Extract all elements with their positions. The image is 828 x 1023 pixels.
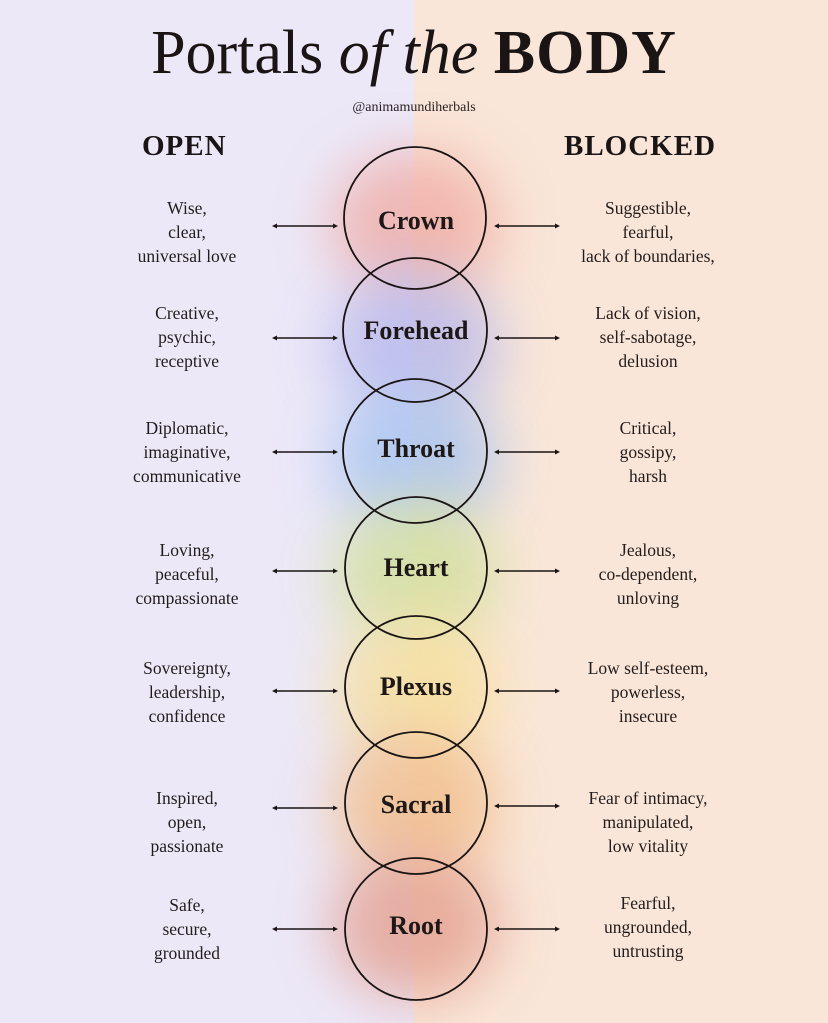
desc-line: secure, [162, 919, 212, 939]
open-desc-heart: Loving, peaceful, compassionate [87, 538, 287, 610]
double-arrow-icon [494, 688, 560, 694]
page-title: Portals of the BODY [0, 16, 828, 90]
desc-line: Lack of vision, [595, 303, 701, 323]
desc-line: imaginative, [143, 442, 231, 462]
title-body: BODY [493, 19, 677, 87]
desc-line: insecure [618, 706, 678, 726]
desc-line: Wise, [167, 198, 207, 218]
desc-line: gossipy, [619, 442, 677, 462]
desc-line: Jealous, [620, 540, 676, 560]
open-desc-throat: Diplomatic, imaginative, communicative [87, 416, 287, 488]
double-arrow-icon [494, 803, 560, 809]
desc-line: fearful, [622, 222, 674, 242]
open-column-heading: OPEN [142, 130, 227, 162]
desc-line: powerless, [610, 682, 686, 702]
desc-line: passionate [150, 836, 224, 856]
desc-line: confidence [148, 706, 226, 726]
desc-line: Fear of intimacy, [588, 788, 708, 808]
chakra-label-throat: Throat [377, 434, 455, 463]
double-arrow-icon [494, 926, 560, 932]
double-arrow-icon [494, 335, 560, 341]
chakra-label-plexus: Plexus [379, 672, 453, 701]
throat-circle [342, 378, 488, 524]
double-arrow-icon [494, 223, 560, 229]
desc-line: leadership, [148, 682, 226, 702]
desc-line: co-dependent, [598, 564, 698, 584]
desc-line: Fearful, [620, 893, 676, 913]
chakra-label-sacral: Sacral [380, 790, 452, 819]
desc-line: delusion [618, 351, 678, 371]
double-arrow-icon [272, 449, 338, 455]
root-glow [330, 850, 500, 1000]
open-desc-sacral: Inspired, open, passionate [87, 786, 287, 858]
desc-line: low vitality [607, 836, 689, 856]
chakra-label-forehead: Forehead [363, 316, 469, 345]
author-handle: @animamundiherbals [352, 100, 476, 115]
desc-line: unloving [616, 588, 680, 608]
blocked-column-heading: BLOCKED [564, 130, 717, 162]
desc-line: Safe, [169, 895, 205, 915]
desc-line: Diplomatic, [145, 418, 229, 438]
desc-line: Inspired, [156, 788, 218, 808]
chakra-label-crown: Crown [377, 206, 455, 235]
open-desc-forehead: Creative, psychic, receptive [87, 301, 287, 373]
double-arrow-icon [494, 568, 560, 574]
desc-line: Critical, [619, 418, 677, 438]
desc-line: harsh [629, 466, 667, 486]
double-arrow-icon [272, 335, 338, 341]
heart-circle [344, 496, 488, 640]
sacral-circle [344, 731, 488, 875]
blocked-desc-sacral: Fear of intimacy, manipulated, low vital… [548, 786, 748, 858]
chakra-label-heart: Heart [383, 553, 449, 582]
plexus-circle [344, 615, 488, 759]
desc-line: compassionate [135, 588, 239, 608]
open-desc-root: Safe, secure, grounded [87, 893, 287, 965]
crown-circle [343, 146, 487, 290]
desc-line: Low self-esteem, [587, 658, 709, 678]
desc-line: receptive [154, 351, 220, 371]
desc-line: self-sabotage, [599, 327, 697, 347]
desc-line: open, [167, 812, 207, 832]
forehead-circle [342, 257, 488, 403]
desc-line: communicative [133, 466, 241, 486]
open-desc-crown: Wise, clear, universal love [87, 196, 287, 268]
background-right [414, 0, 828, 1023]
desc-line: Sovereignty, [143, 658, 231, 678]
background-left [0, 0, 414, 1023]
desc-line: peaceful, [155, 564, 219, 584]
desc-line: universal love [137, 246, 237, 266]
desc-line: ungrounded, [604, 917, 692, 937]
double-arrow-icon [272, 688, 338, 694]
double-arrow-icon [272, 805, 338, 811]
title-portals: Portals [151, 19, 324, 87]
double-arrow-icon [272, 926, 338, 932]
title-of-the: of the [338, 19, 479, 87]
double-arrow-icon [272, 223, 338, 229]
desc-line: Creative, [155, 303, 219, 323]
desc-line: Suggestible, [604, 198, 692, 218]
root-circle [344, 857, 488, 1001]
desc-line: manipulated, [602, 812, 694, 832]
double-arrow-icon [272, 568, 338, 574]
blocked-desc-throat: Critical, gossipy, harsh [548, 416, 748, 488]
open-desc-plexus: Sovereignty, leadership, confidence [87, 656, 287, 728]
blocked-desc-crown: Suggestible, fearful, lack of boundaries… [548, 196, 748, 268]
blocked-desc-heart: Jealous, co-dependent, unloving [548, 538, 748, 610]
desc-line: grounded [153, 943, 221, 963]
blocked-desc-forehead: Lack of vision, self-sabotage, delusion [548, 301, 748, 373]
double-arrow-icon [494, 449, 560, 455]
blocked-desc-root: Fearful, ungrounded, untrusting [548, 891, 748, 963]
chakra-label-root: Root [389, 911, 443, 940]
blocked-desc-plexus: Low self-esteem, powerless, insecure [548, 656, 748, 728]
desc-line: Loving, [159, 540, 215, 560]
desc-line: untrusting [612, 941, 684, 961]
desc-line: psychic, [158, 327, 216, 347]
desc-line: clear, [168, 222, 206, 242]
desc-line: lack of boundaries, [581, 246, 715, 266]
